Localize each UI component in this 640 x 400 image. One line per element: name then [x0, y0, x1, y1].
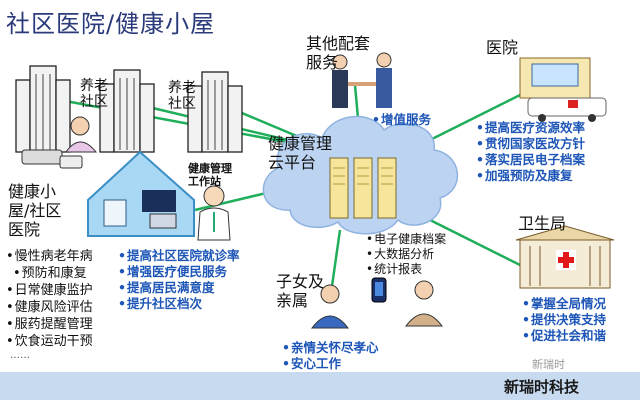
- community-benefit-item: 提升社区档次: [118, 296, 240, 312]
- other-services-line2: 服务: [306, 53, 339, 72]
- elderly-person-icon: [65, 116, 98, 153]
- hospital-item: 落实居民电子档案: [476, 152, 585, 168]
- other-services-line1: 其他配套: [306, 34, 371, 53]
- health-house-line2: 屋/社区: [8, 201, 62, 220]
- doctor-icon: [197, 185, 231, 241]
- cloud-item: 电子健康档案: [366, 232, 446, 247]
- health-house-line1: 健康小: [8, 182, 57, 201]
- cloud-item: 大数据分析: [366, 247, 446, 262]
- family-icon: [310, 280, 444, 329]
- health-house-line3: 医院: [8, 220, 41, 239]
- community-benefit-item: 提高居民满意度: [118, 280, 240, 296]
- phone-icon: [371, 277, 387, 303]
- other-services-label: 其他配套 服务: [306, 34, 370, 72]
- health-house-label: 健康小 屋/社区 医院: [8, 182, 61, 239]
- cloud-items-list: 电子健康档案 大数据分析 统计报表: [366, 232, 446, 277]
- bureau-benefit-item: 提供决策支持: [522, 312, 606, 328]
- elder-community-2-line1: 养老: [168, 80, 196, 96]
- government-building-icon: [515, 225, 615, 289]
- family-benefit-item: 亲情关怀尽孝心: [282, 340, 379, 356]
- resident-service-item: 服药提醒管理: [6, 316, 93, 333]
- elder-community-label-2: 养老 社区: [168, 80, 196, 112]
- handshake-icon: [332, 52, 392, 108]
- resident-service-item: 饮食运动干预: [6, 333, 93, 350]
- hospital-item: 加强预防及康复: [476, 168, 585, 184]
- family-benefit-item: 安心工作: [282, 356, 379, 372]
- hospital-item: 提高医疗资源效率: [476, 120, 585, 136]
- family-line1: 子女及: [276, 272, 325, 291]
- cloud-item: 统计报表: [366, 262, 446, 277]
- bureau-benefit-item: 掌握全局情况: [522, 296, 606, 312]
- cloud-platform-label: 健康管理 云平台: [268, 134, 332, 172]
- cloud-platform-line2: 云平台: [268, 153, 317, 172]
- other-services-item: 增值服务: [372, 112, 431, 128]
- page-title: 社区医院/健康小屋: [6, 10, 216, 38]
- workstation-label: 健康管理 工作站: [188, 162, 232, 188]
- hospital-label: 医院: [486, 38, 519, 57]
- workstation-line2: 工作站: [188, 175, 221, 188]
- footer-bar: [0, 372, 640, 400]
- medical-device-icon: [21, 149, 83, 169]
- community-benefit-item: 提高社区医院就诊率: [118, 248, 240, 264]
- family-label: 子女及 亲属: [276, 272, 324, 310]
- cloud-platform-line1: 健康管理: [268, 134, 333, 153]
- other-services-list: 增值服务: [372, 112, 431, 128]
- elder-community-2-line2: 社区: [168, 96, 196, 112]
- resident-service-item: 日常健康监护: [6, 282, 93, 299]
- family-line2: 亲属: [276, 291, 309, 310]
- family-benefits-list: 亲情关怀尽孝心 安心工作: [282, 340, 379, 372]
- watermark: 新瑞时: [532, 358, 565, 371]
- resident-more-ellipsis: ……: [10, 350, 30, 361]
- server-icon: [329, 157, 397, 219]
- health-bureau-label: 卫生局: [518, 214, 567, 233]
- resident-service-item: 慢性病老年病: [6, 248, 93, 265]
- bureau-benefit-item: 促进社会和谐: [522, 328, 606, 344]
- resident-service-item: 健康风险评估: [6, 299, 93, 316]
- building-windows: [35, 74, 223, 150]
- elder-community-label-1: 养老 社区: [80, 78, 108, 110]
- community-benefits-list: 提高社区医院就诊率 增强医疗便民服务 提高居民满意度 提升社区档次: [118, 248, 240, 312]
- hospital-item: 贯彻国家医改方针: [476, 136, 585, 152]
- resident-services-list: 慢性病老年病 预防和康复 日常健康监护 健康风险评估 服药提醒管理 饮食运动干预: [6, 248, 93, 350]
- resident-service-item: 预防和康复: [6, 265, 93, 282]
- house-icon: [87, 150, 195, 237]
- bureau-benefits-list: 掌握全局情况 提供决策支持 促进社会和谐: [522, 296, 606, 344]
- workstation-line1: 健康管理: [188, 162, 232, 175]
- elder-community-1-line1: 养老: [80, 78, 108, 94]
- hospital-list: 提高医疗资源效率 贯彻国家医改方针 落实居民电子档案 加强预防及康复: [476, 120, 585, 184]
- hospital-icon: [519, 57, 607, 122]
- elder-community-1-line2: 社区: [80, 94, 108, 110]
- community-benefit-item: 增强医疗便民服务: [118, 264, 240, 280]
- brand-name: 新瑞时科技: [504, 378, 580, 396]
